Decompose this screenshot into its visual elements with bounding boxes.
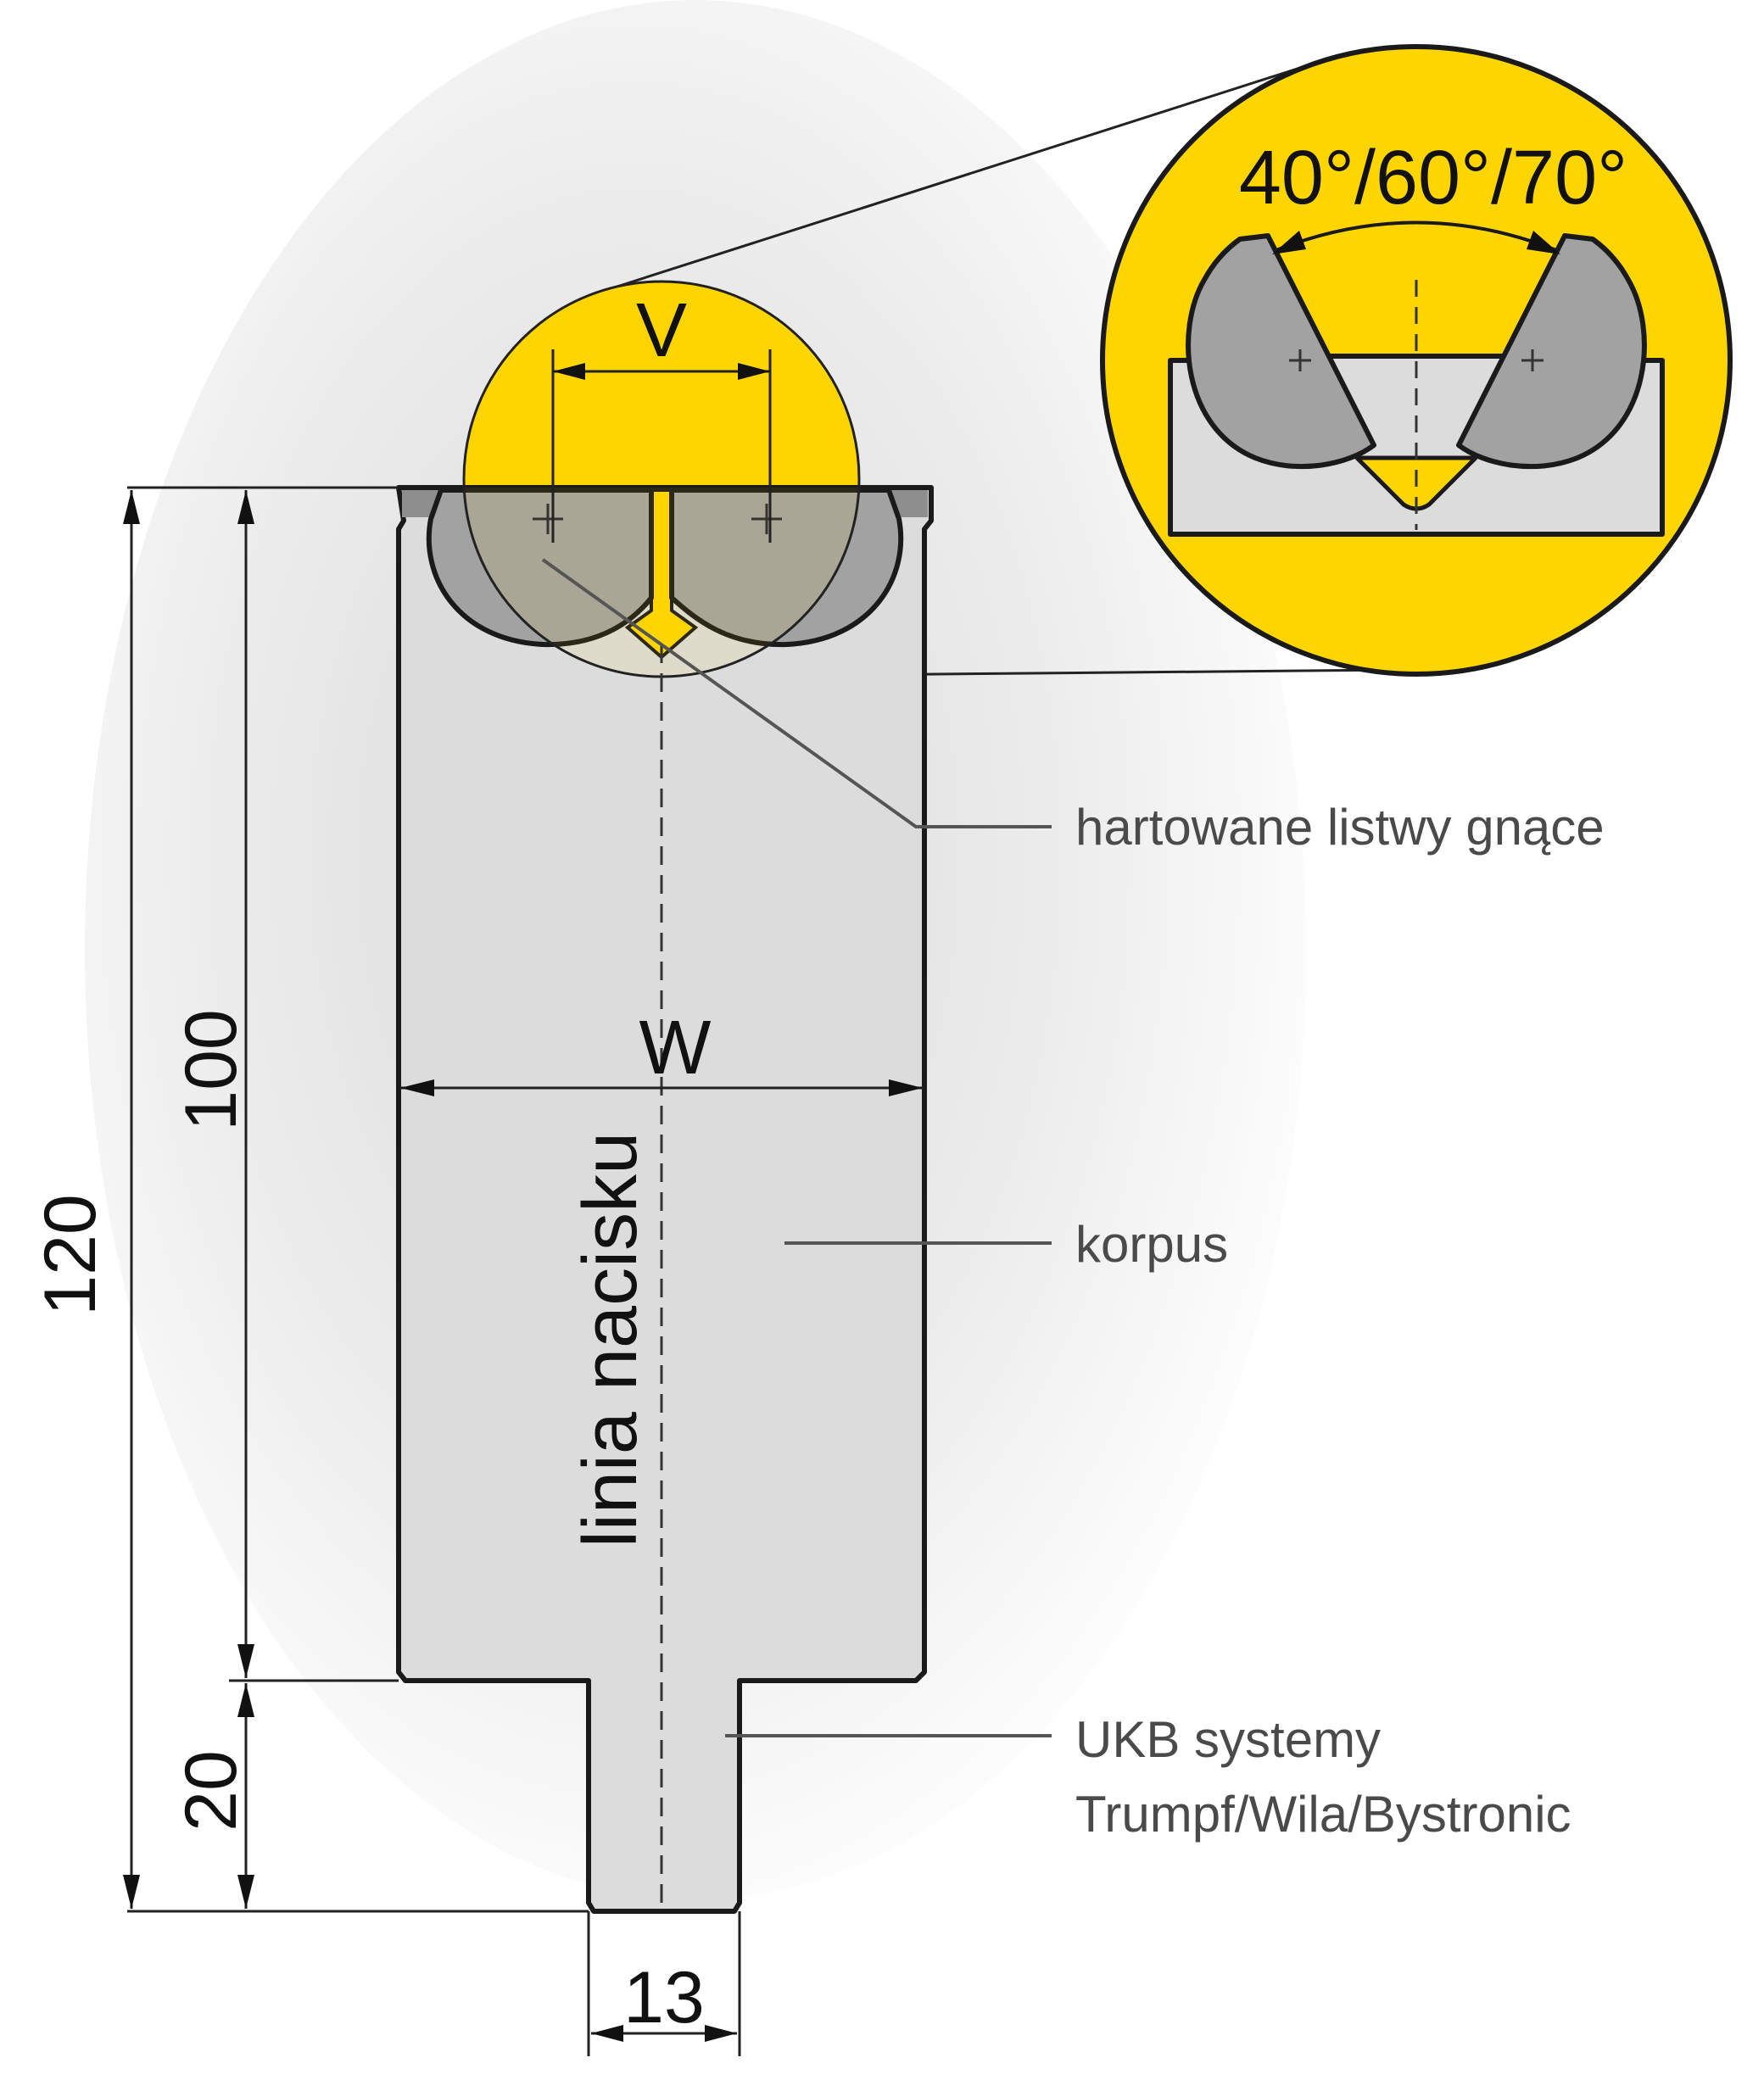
- detail-right-roll: [1456, 233, 1647, 470]
- press-line-label: linia nacisku: [568, 1132, 653, 1547]
- roll-center-mark-right: [751, 504, 782, 534]
- detail-roll-mark-right: [1521, 349, 1544, 371]
- dim-20-arrow-bottom: [237, 1875, 254, 1909]
- dim-120-arrow-top: [123, 490, 140, 524]
- v-dim-arrow-left: [553, 363, 585, 380]
- detail-roll-mark-left: [1289, 349, 1311, 371]
- tang-width-label: 13: [623, 1957, 705, 2038]
- angles-label: 40°/60°/70°: [1239, 136, 1627, 220]
- right-bending-roll: [669, 488, 904, 648]
- detail-angle-arc: [1276, 220, 1557, 252]
- callout-ukb-line1: UKB systemy: [1075, 1711, 1381, 1768]
- width-label: W: [639, 1006, 712, 1090]
- dim-13-arrow-right: [705, 2025, 737, 2042]
- callout-leader-rolls: [541, 558, 1052, 828]
- dim-13-arrow-left: [591, 2025, 623, 2042]
- dim-100-arrow-bottom: [237, 1644, 254, 1678]
- callout-ukb-line2: Trumpf/Wila/Bystronic: [1075, 1786, 1571, 1843]
- tang-height-label: 20: [170, 1750, 252, 1832]
- w-dim-arrow-right: [889, 1079, 923, 1096]
- magnifier-line-top: [603, 60, 1320, 293]
- total-height-label: 120: [30, 1194, 111, 1316]
- left-bending-roll: [426, 488, 654, 648]
- v-opening-label: V: [636, 288, 687, 373]
- detail-angle-arrow-left: [1272, 231, 1306, 254]
- w-dim-arrow-left: [400, 1079, 434, 1096]
- detail-left-roll: [1186, 233, 1376, 470]
- dim-20-arrow-top: [237, 1683, 254, 1717]
- detail-angle-arrow-right: [1527, 231, 1560, 254]
- callout-bending-rolls: hartowane listwy gnące: [1075, 799, 1605, 856]
- dim-120-arrow-bottom: [123, 1875, 140, 1909]
- roll-center-mark-left: [533, 504, 563, 534]
- body-height-label: 100: [170, 1009, 252, 1131]
- v-dim-arrow-right: [738, 363, 770, 380]
- callout-body: korpus: [1075, 1216, 1228, 1273]
- dim-100-arrow-top: [237, 490, 254, 524]
- die-body: [396, 485, 934, 1914]
